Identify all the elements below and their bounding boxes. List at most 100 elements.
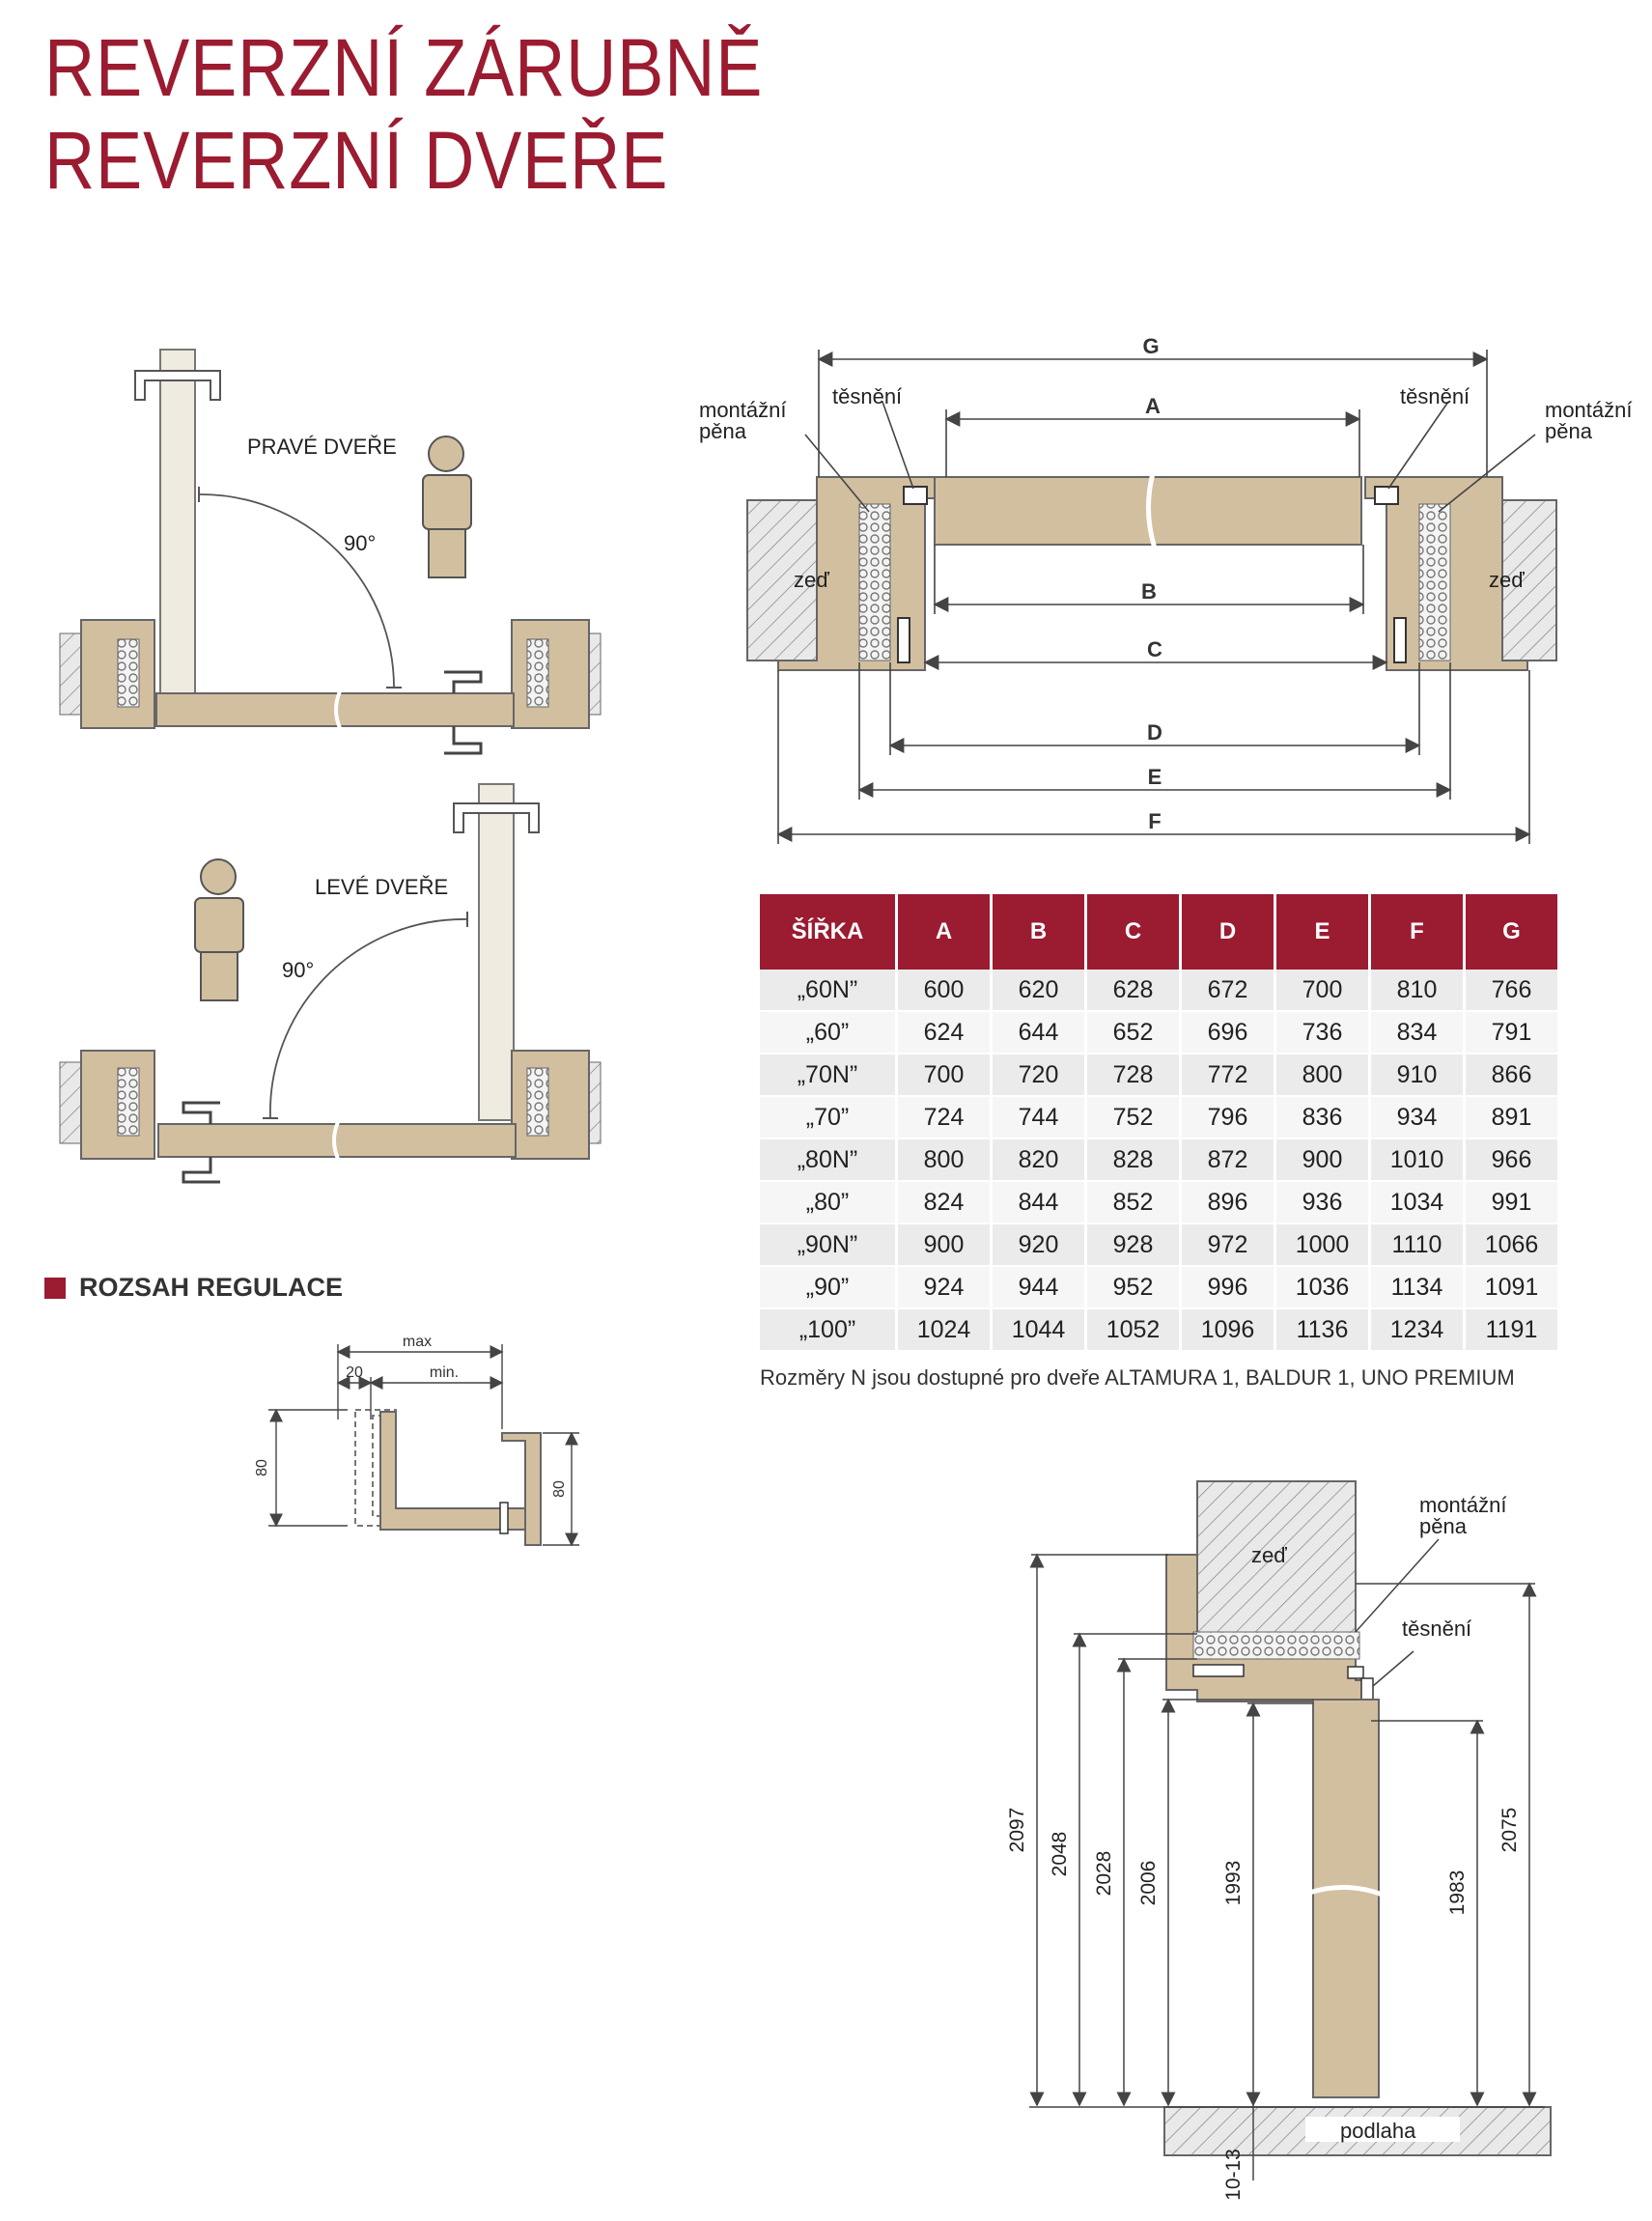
- width-cell: „60N”: [760, 970, 898, 1012]
- value-cell: 800: [898, 1139, 993, 1182]
- regulation-section-header: ROZSAH REGULACE: [44, 1273, 343, 1303]
- value-cell: 991: [1466, 1182, 1560, 1224]
- value-cell: 828: [1087, 1139, 1182, 1182]
- value-cell: 996: [1182, 1267, 1276, 1309]
- value-cell: 672: [1182, 970, 1276, 1012]
- value-cell: 744: [993, 1097, 1087, 1139]
- section-foam-label-1: montážní: [1419, 1493, 1507, 1517]
- value-cell: 620: [993, 970, 1087, 1012]
- right-door-label: PRAVÉ DVEŘE: [247, 435, 397, 459]
- value-cell: 944: [993, 1267, 1087, 1309]
- dim-c-label: C: [1147, 637, 1162, 661]
- height-2048: 2048: [1049, 1832, 1071, 1877]
- width-cell: „90N”: [760, 1224, 898, 1267]
- value-cell: 1234: [1371, 1309, 1466, 1352]
- header-f: F: [1371, 894, 1466, 970]
- value-cell: 720: [993, 1054, 1087, 1097]
- value-cell: 800: [1276, 1054, 1371, 1097]
- value-cell: 1044: [993, 1309, 1087, 1352]
- value-cell: 766: [1466, 970, 1560, 1012]
- dim-d-label: D: [1147, 720, 1162, 745]
- value-cell: 652: [1087, 1012, 1182, 1054]
- width-cell: „80N”: [760, 1139, 898, 1182]
- wall-label-right: zeď: [1489, 568, 1525, 592]
- header-b: B: [993, 894, 1087, 970]
- value-cell: 936: [1276, 1182, 1371, 1224]
- value-cell: 700: [898, 1054, 993, 1097]
- value-cell: 1000: [1276, 1224, 1371, 1267]
- value-cell: 1096: [1182, 1309, 1276, 1352]
- value-cell: 924: [898, 1267, 993, 1309]
- value-cell: 896: [1182, 1182, 1276, 1224]
- right-door-plan: PRAVÉ DVEŘE 90°: [59, 349, 602, 755]
- section-wall-label: zeď: [1251, 1543, 1287, 1567]
- foam-label-left-1: montážní: [699, 398, 787, 422]
- width-cell: „70N”: [760, 1054, 898, 1097]
- floor-gap: 10-13: [1222, 2149, 1245, 2201]
- value-cell: 834: [1371, 1012, 1466, 1054]
- header-width: ŠÍŘKA: [760, 894, 898, 970]
- plan-section-diagram: G A B C D E F montážní pěna těsnění těsn…: [699, 334, 1633, 844]
- height-1983: 1983: [1446, 1870, 1469, 1916]
- dim-b-label: B: [1141, 579, 1157, 604]
- value-cell: 791: [1466, 1012, 1560, 1054]
- dim-e-label: E: [1148, 765, 1162, 789]
- foam-label-right-1: montážní: [1545, 398, 1633, 422]
- value-cell: 844: [993, 1182, 1087, 1224]
- value-cell: 644: [993, 1012, 1087, 1054]
- seal-label-left: těsnění: [832, 384, 902, 408]
- vertical-section-diagram: 2097 2048 2028 2006 1993 1983 2075 10-13…: [1006, 1480, 1552, 2201]
- height-2006: 2006: [1137, 1861, 1160, 1906]
- left-door-plan: LEVÉ DVEŘE 90°: [59, 783, 602, 1184]
- left-door-label: LEVÉ DVEŘE: [315, 875, 448, 899]
- value-cell: 728: [1087, 1054, 1182, 1097]
- value-cell: 910: [1371, 1054, 1466, 1097]
- value-cell: 872: [1182, 1139, 1276, 1182]
- section-seal-label: těsnění: [1402, 1617, 1471, 1641]
- value-cell: 934: [1371, 1097, 1466, 1139]
- value-cell: 752: [1087, 1097, 1182, 1139]
- dim-f-label: F: [1148, 809, 1161, 833]
- width-cell: „60”: [760, 1012, 898, 1054]
- value-cell: 966: [1466, 1139, 1560, 1182]
- width-cell: „80”: [760, 1182, 898, 1224]
- value-cell: 1191: [1466, 1309, 1560, 1352]
- value-cell: 891: [1466, 1097, 1560, 1139]
- value-cell: 1036: [1276, 1267, 1371, 1309]
- right-door-angle: 90°: [344, 531, 376, 555]
- value-cell: 1136: [1276, 1309, 1371, 1352]
- value-cell: 1134: [1371, 1267, 1466, 1309]
- value-cell: 696: [1182, 1012, 1276, 1054]
- dim-a-label: A: [1145, 394, 1161, 418]
- width-cell: „100”: [760, 1309, 898, 1352]
- seal-label-right: těsnění: [1400, 384, 1470, 408]
- header-c: C: [1087, 894, 1182, 970]
- page-title-line2: REVERZNÍ DVEŘE: [44, 115, 669, 206]
- value-cell: 972: [1182, 1224, 1276, 1267]
- value-cell: 1066: [1466, 1224, 1560, 1267]
- reg-twenty-label: 20: [346, 1364, 363, 1381]
- section-marker-icon: [44, 1277, 66, 1299]
- value-cell: 1024: [898, 1309, 993, 1352]
- foam-label-right-2: pěna: [1545, 419, 1593, 443]
- page-title-line1: REVERZNÍ ZÁRUBNĚ: [44, 22, 764, 113]
- header-d: D: [1182, 894, 1276, 970]
- value-cell: 824: [898, 1182, 993, 1224]
- value-cell: 1034: [1371, 1182, 1466, 1224]
- regulation-title: ROZSAH REGULACE: [79, 1273, 344, 1302]
- height-2075: 2075: [1498, 1808, 1521, 1853]
- dim-g-label: G: [1142, 334, 1159, 358]
- value-cell: 928: [1087, 1224, 1182, 1267]
- left-door-angle: 90°: [282, 958, 314, 982]
- height-2097: 2097: [1006, 1808, 1028, 1853]
- table-note: Rozměry N jsou dostupné pro dveře ALTAMU…: [760, 1365, 1515, 1390]
- value-cell: 1091: [1466, 1267, 1560, 1309]
- value-cell: 900: [1276, 1139, 1371, 1182]
